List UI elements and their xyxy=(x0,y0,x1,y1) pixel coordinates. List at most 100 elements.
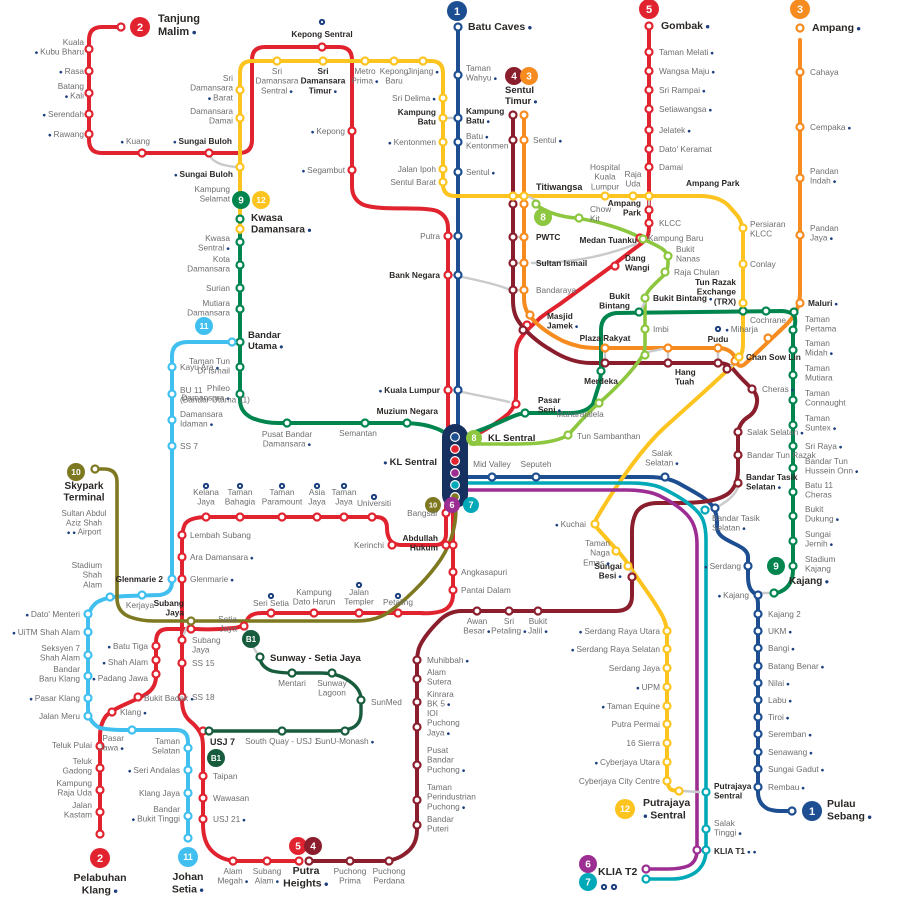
station-dot xyxy=(662,644,672,654)
station-dot xyxy=(204,148,214,158)
station-dot xyxy=(183,788,193,798)
station-label: Medan Tuanku xyxy=(580,235,637,245)
interchange-connector xyxy=(717,485,740,508)
station-dot xyxy=(525,310,535,320)
station-dot xyxy=(438,113,448,123)
station-dot xyxy=(360,418,370,428)
station-dot xyxy=(151,641,161,651)
station-label: Sungai Gadut ● xyxy=(768,764,825,774)
station-dot xyxy=(438,177,448,187)
route-line-12 xyxy=(238,59,745,793)
station-dot xyxy=(519,199,529,209)
station-dot xyxy=(594,398,604,408)
line-badge xyxy=(579,873,597,891)
accessibility-icon-center xyxy=(280,484,284,488)
station-dot xyxy=(733,427,743,437)
station-dot xyxy=(700,505,710,515)
line-badge xyxy=(425,497,441,513)
station-dot xyxy=(177,574,187,584)
station-label: Muzium Negara xyxy=(377,406,439,416)
station-dot xyxy=(596,366,606,376)
station-dot xyxy=(227,337,237,347)
station-label: Petaling xyxy=(383,597,413,607)
accessibility-icon-center xyxy=(372,495,376,499)
station-label: Cahaya xyxy=(810,67,839,77)
station-label: Sri Rampai ● xyxy=(659,85,706,95)
station-dot xyxy=(644,205,654,215)
station-label: Kepong Sentral xyxy=(291,29,352,39)
line-badge xyxy=(802,801,822,821)
station-dot xyxy=(788,370,798,380)
station-dot xyxy=(137,590,147,600)
station-dot xyxy=(590,519,600,529)
line-badge-number: B1 xyxy=(246,635,257,644)
line-badge-number: 9 xyxy=(773,562,779,573)
station-label: ● Serendah xyxy=(42,109,84,119)
station-dot xyxy=(183,811,193,821)
station-dot xyxy=(610,261,620,271)
station-dot xyxy=(795,230,805,240)
hub-line-dot xyxy=(450,480,461,491)
line-badge xyxy=(252,191,270,209)
line-badge xyxy=(242,630,260,648)
station-label: ● Cyberjaya Utara xyxy=(594,757,660,767)
station-dot xyxy=(640,350,650,360)
station-label: Sri Raya ● xyxy=(805,441,843,451)
station-label: Jalan Ipoh xyxy=(398,164,437,174)
station-dot xyxy=(453,22,463,32)
station-dot xyxy=(402,418,412,428)
accessibility-icon-center xyxy=(612,885,616,889)
station-dot xyxy=(663,251,673,261)
station-label: ● Pasar Klang xyxy=(29,693,80,703)
station-dot xyxy=(519,258,529,268)
station-dot xyxy=(662,738,672,748)
station-label: SS 18 xyxy=(192,692,215,702)
station-dot xyxy=(287,668,297,678)
station-label: Dato' Keramat xyxy=(659,144,712,154)
line-badge xyxy=(767,557,785,575)
station-dot xyxy=(235,389,245,399)
hub-line-dot xyxy=(450,456,461,467)
line-badge-number: 8 xyxy=(471,433,476,443)
station-dot xyxy=(228,856,238,866)
station-dot xyxy=(294,856,304,866)
station-dot xyxy=(412,655,422,665)
station-label: Ara Damansara ● xyxy=(190,552,254,562)
station-dot xyxy=(788,325,798,335)
station-dot xyxy=(753,782,763,792)
station-label: Salak Selatan ● xyxy=(747,427,804,437)
station-dot xyxy=(90,464,100,474)
station-dot xyxy=(137,148,147,158)
station-label: Kayu Ara ● xyxy=(180,362,219,372)
station-dot xyxy=(634,307,644,317)
station-dot xyxy=(235,85,245,95)
station-label: Muhibbah ● xyxy=(427,655,469,665)
station-dot xyxy=(487,472,497,482)
station-dot xyxy=(663,358,673,368)
station-dot xyxy=(508,199,518,209)
station-dot xyxy=(177,530,187,540)
line-badge-number: 8 xyxy=(540,213,546,224)
line-badge xyxy=(505,67,523,85)
station-label: Rembau ● xyxy=(768,782,805,792)
